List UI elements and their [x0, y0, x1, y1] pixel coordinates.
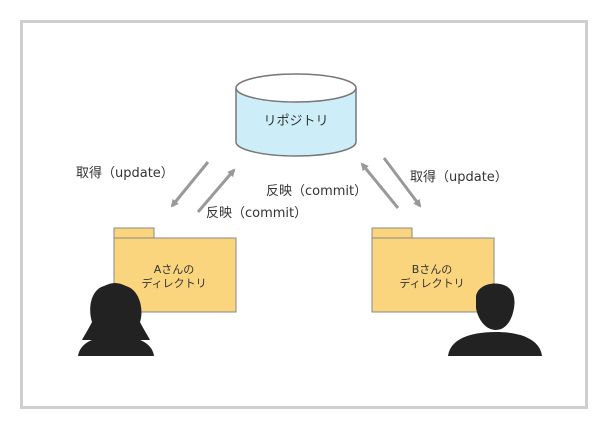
repository-cylinder-icon	[235, 73, 357, 157]
right-commit-label: 反映（commit）	[266, 184, 368, 199]
left-commit-label: 反映（commit）	[206, 206, 308, 221]
folder-b-icon	[371, 227, 495, 313]
diagram-frame	[20, 20, 588, 409]
folder-b-label-line2: ディレクトリ	[399, 277, 465, 290]
left-commit-arrow	[196, 168, 236, 213]
left-update-label: 取得（update）	[76, 166, 174, 181]
right-commit-arrow	[360, 162, 400, 209]
folder-b-label: Bさんの ディレクトリ	[382, 263, 482, 291]
repository-label: リポジトリ	[263, 114, 329, 129]
user-a-person-icon	[78, 283, 154, 356]
folder-a-label-line1: Aさんの	[153, 263, 195, 276]
folder-a-label: Aさんの ディレクトリ	[124, 263, 224, 291]
folder-a-label-line2: ディレクトリ	[141, 277, 207, 290]
right-update-label: 取得（update）	[410, 170, 508, 185]
user-b-person-icon	[448, 283, 542, 356]
left-update-arrow	[170, 161, 210, 208]
right-update-arrow	[382, 157, 422, 208]
folder-b-label-line1: Bさんの	[411, 263, 453, 276]
